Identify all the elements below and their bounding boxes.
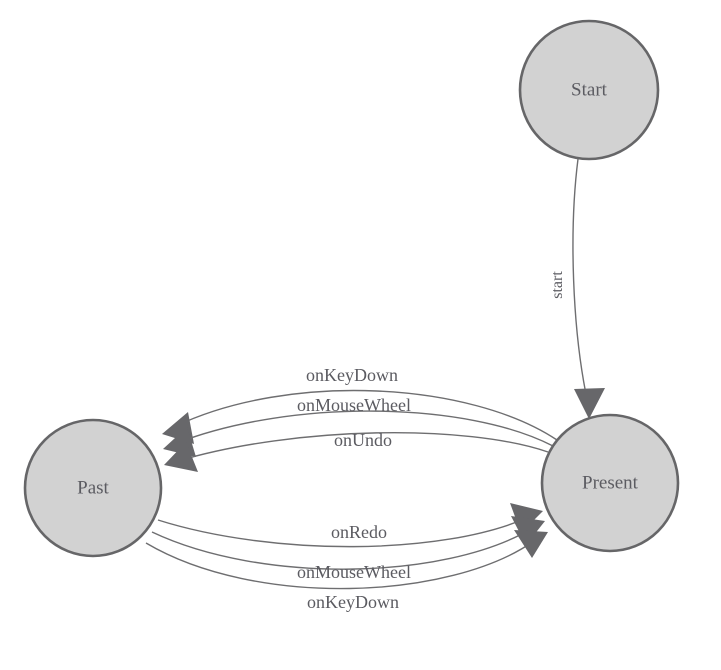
edge-past-present-onkeydown-label: onKeyDown xyxy=(307,592,399,612)
edge-past-present-onredo[interactable]: onRedo xyxy=(157,503,543,548)
edge-past-present-onmousewheel-path xyxy=(151,528,532,570)
edge-past-present-onkeydown-path xyxy=(145,540,535,590)
edge-past-present-onkeydown[interactable]: onKeyDown xyxy=(145,530,548,612)
edge-present-past-onundo-path xyxy=(177,431,549,462)
node-start-label: Start xyxy=(571,79,608,100)
edge-present-past-onmousewheel-label: onMouseWheel xyxy=(297,395,411,415)
edge-past-present-onmousewheel[interactable]: onMouseWheel xyxy=(151,516,545,582)
edge-present-past-onmousewheel-path xyxy=(176,410,554,447)
edge-present-past-onundo-label: onUndo xyxy=(334,430,392,450)
node-past-label: Past xyxy=(77,477,109,498)
edge-start-present-arrowhead xyxy=(574,388,605,419)
edge-past-present-onmousewheel-label: onMouseWheel xyxy=(297,562,411,582)
edge-start-present-path xyxy=(572,158,589,405)
edge-past-present-onredo-label: onRedo xyxy=(331,522,387,542)
edge-start-present[interactable]: start xyxy=(549,158,605,419)
edge-present-past-onkeydown-path xyxy=(175,389,558,441)
edge-present-past-onundo[interactable]: onUndo xyxy=(164,430,549,472)
node-past-circle xyxy=(23,418,163,558)
node-start[interactable]: Start xyxy=(518,19,660,161)
node-present-label: Present xyxy=(582,472,639,493)
edge-present-past-onundo-arrowhead xyxy=(164,442,198,472)
node-present[interactable]: Present xyxy=(540,413,680,553)
edge-past-present-onmousewheel-arrowhead xyxy=(511,516,545,545)
node-start-circle xyxy=(518,19,660,161)
edge-present-past-onkeydown-label: onKeyDown xyxy=(306,365,398,385)
node-present-circle xyxy=(540,413,680,553)
edge-past-present-onredo-path xyxy=(157,516,530,548)
edge-start-present-label: start xyxy=(549,271,566,299)
node-past[interactable]: Past xyxy=(23,418,163,558)
edge-past-present-onkeydown-arrowhead xyxy=(514,530,548,558)
